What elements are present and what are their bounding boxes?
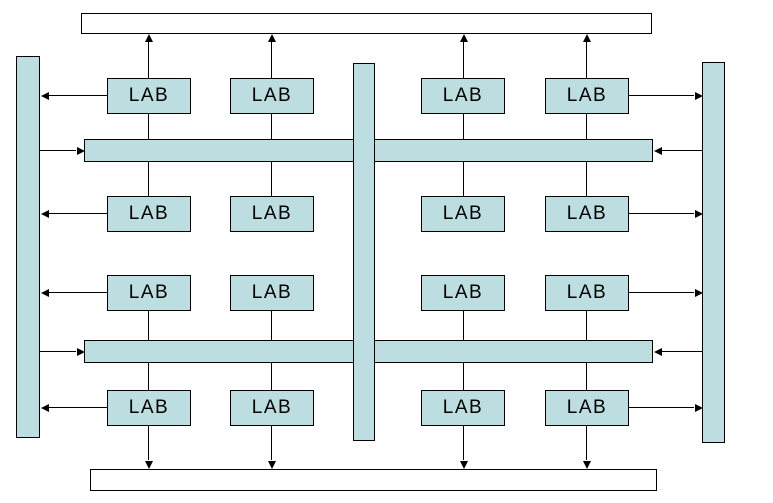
arrow-lab-r1c1-to-left-channel <box>49 95 107 97</box>
connector-hchannel1-to-r2c1 <box>148 162 150 196</box>
connector-hchannel2-to-r4c1 <box>148 363 150 390</box>
arrow-lab-r3c1-to-left-channel <box>49 292 107 294</box>
lab-block-r3c1: LAB <box>107 275 191 311</box>
arrow-left-channel-to-hchannel1 <box>40 150 76 152</box>
connector-hchannel1-to-r2c4 <box>586 162 588 196</box>
lab-block-r3c2: LAB <box>230 275 314 311</box>
arrow-lab-r1c4-to-right-channel <box>629 95 694 97</box>
arrow-left-channel-to-hchannel2 <box>40 351 76 353</box>
lab-block-r2c1: LAB <box>107 196 191 232</box>
lab-block-r2c3: LAB <box>421 196 505 232</box>
arrow-right-channel-to-hchannel2 <box>662 351 702 353</box>
connector-hchannel2-to-r4c2 <box>271 363 273 390</box>
arrow-lab-r2c1-to-left-channel <box>49 213 107 215</box>
lab-block-r2c2: LAB <box>230 196 314 232</box>
connector-r1c2-to-hchannel1 <box>271 114 273 139</box>
arrow-lab-r4c4-to-right-channel <box>629 407 694 409</box>
arrow-lab-r4c2-to-bottom-io <box>271 426 273 460</box>
connector-r3c4-to-hchannel2 <box>586 311 588 340</box>
arrow-right-channel-to-hchannel1 <box>662 150 702 152</box>
lab-block-r4c3: LAB <box>421 390 505 426</box>
arrow-lab-r4c3-to-bottom-io <box>463 426 465 460</box>
left-vertical-routing-channel <box>16 56 40 438</box>
connector-hchannel2-to-r4c3 <box>463 363 465 390</box>
arrow-lab-r3c4-to-right-channel <box>629 292 694 294</box>
arrow-lab-r1c1-to-top-io <box>148 42 150 78</box>
lab-block-r4c4: LAB <box>545 390 629 426</box>
lab-block-r4c1: LAB <box>107 390 191 426</box>
arrow-lab-r1c3-to-top-io <box>463 42 465 78</box>
arrow-lab-r4c1-to-left-channel <box>49 407 107 409</box>
connector-r1c4-to-hchannel1 <box>586 114 588 139</box>
connector-r1c3-to-hchannel1 <box>463 114 465 139</box>
bottom-io-bar <box>90 469 657 491</box>
connector-hchannel2-to-r4c4 <box>586 363 588 390</box>
arrow-lab-r2c4-to-right-channel <box>629 213 694 215</box>
lab-block-r1c4: LAB <box>545 78 629 114</box>
lab-block-r1c1: LAB <box>107 78 191 114</box>
lab-block-r1c3: LAB <box>421 78 505 114</box>
arrow-lab-r1c2-to-top-io <box>271 42 273 78</box>
connector-hchannel1-to-r2c3 <box>463 162 465 196</box>
connector-r3c2-to-hchannel2 <box>271 311 273 340</box>
lab-block-r1c2: LAB <box>230 78 314 114</box>
lab-block-r2c4: LAB <box>545 196 629 232</box>
lab-block-r3c4: LAB <box>545 275 629 311</box>
right-vertical-routing-channel <box>702 62 725 443</box>
connector-r3c1-to-hchannel2 <box>148 311 150 340</box>
arrow-lab-r1c4-to-top-io <box>586 42 588 78</box>
connector-hchannel1-to-r2c2 <box>271 162 273 196</box>
lab-block-r4c2: LAB <box>230 390 314 426</box>
center-vertical-routing-channel <box>353 63 375 441</box>
connector-r1c1-to-hchannel1 <box>148 114 150 139</box>
top-io-bar <box>81 13 652 34</box>
arrow-lab-r4c1-to-bottom-io <box>148 426 150 460</box>
arrow-lab-r4c4-to-bottom-io <box>586 426 588 460</box>
connector-r3c3-to-hchannel2 <box>463 311 465 340</box>
lab-block-r3c3: LAB <box>421 275 505 311</box>
